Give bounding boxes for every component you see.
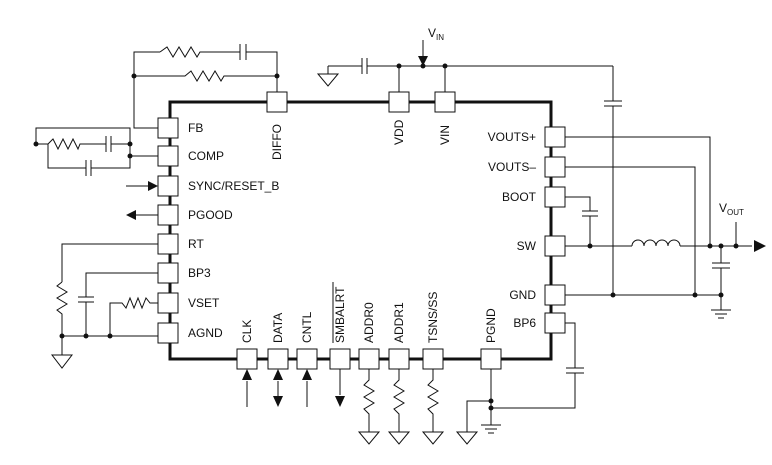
addr-resistors (357, 369, 445, 445)
label-vouts-minus: VOUTS– (488, 160, 536, 174)
bp6-pgnd-network (455, 322, 584, 445)
pin-bp3 (157, 262, 179, 284)
label-sw: SW (517, 239, 537, 253)
right-pins (544, 126, 566, 334)
label-rt: RT (188, 237, 204, 251)
pin-addr1 (388, 348, 410, 370)
top-pins (266, 91, 456, 113)
label-smbalrt: SMBALRT (333, 286, 347, 343)
pin-data (267, 348, 289, 370)
pin-sw (544, 235, 566, 257)
label-vouts-plus: VOUTS+ (488, 130, 536, 144)
label-addr1: ADDR1 (392, 302, 406, 343)
label-bp3: BP3 (188, 266, 211, 280)
vout-arrow (754, 240, 766, 252)
bottom-signal-arrows (242, 369, 345, 407)
pgood-arrow (126, 210, 136, 220)
label-fb: FB (188, 121, 203, 135)
rt-bp3-vset-network (50, 243, 159, 369)
label-boot: BOOT (502, 190, 537, 204)
label-agnd: AGND (188, 326, 223, 340)
left-pins (157, 117, 179, 344)
label-clk: CLK (240, 320, 254, 343)
pgnd-ground-symbol (455, 431, 479, 445)
pin-clk (236, 348, 258, 370)
pin-cntl (296, 348, 318, 370)
label-pgood: PGOOD (188, 208, 233, 222)
output-stage (565, 136, 766, 319)
pin-vdd (388, 91, 410, 113)
label-comp: COMP (188, 149, 224, 163)
label-diffo: DIFFO (270, 124, 284, 160)
label-data: DATA (271, 313, 285, 343)
vin-net-label: VIN (428, 26, 444, 42)
pin-vouts-minus (544, 156, 566, 178)
pin-sync (157, 175, 179, 197)
pin-smbalrt (329, 348, 351, 370)
pin-fb (157, 117, 179, 139)
pin-pgnd (480, 348, 502, 370)
pin-bp6 (544, 312, 566, 334)
label-bp6: BP6 (513, 316, 536, 330)
fb-diffo-network (131, 44, 280, 129)
sync-arrow (148, 181, 158, 191)
label-pgnd: PGND (484, 308, 498, 343)
agnd-ground-symbol (50, 354, 74, 369)
label-gnd: GND (509, 288, 536, 302)
vout-net-label: VOUT (719, 201, 744, 217)
vin-cap-ground-symbol (316, 73, 340, 87)
pin-agnd (157, 322, 179, 344)
pin-vin (434, 91, 456, 113)
pin-rt (157, 233, 179, 255)
pin-vset (157, 292, 179, 314)
pin-comp (157, 145, 179, 167)
label-vset: VSET (188, 296, 220, 310)
label-sync: SYNC/RESET_B (188, 179, 279, 193)
label-vdd: VDD (392, 119, 406, 145)
vin-supply (316, 40, 622, 295)
label-tsns: TSNS/SS (426, 292, 440, 343)
pin-tsns (422, 348, 444, 370)
pin-vouts-plus (544, 126, 566, 148)
pin-pgood (157, 204, 179, 226)
comp-network (33, 127, 158, 176)
inductor (631, 239, 681, 247)
pin-gnd (544, 284, 566, 306)
pin-diffo (266, 91, 288, 113)
pin-boot (544, 186, 566, 208)
label-vin-pin: VIN (438, 125, 452, 145)
bottom-pins (236, 348, 502, 370)
label-cntl: CNTL (300, 311, 314, 343)
label-addr0: ADDR0 (362, 302, 376, 343)
pin-addr0 (358, 348, 380, 370)
